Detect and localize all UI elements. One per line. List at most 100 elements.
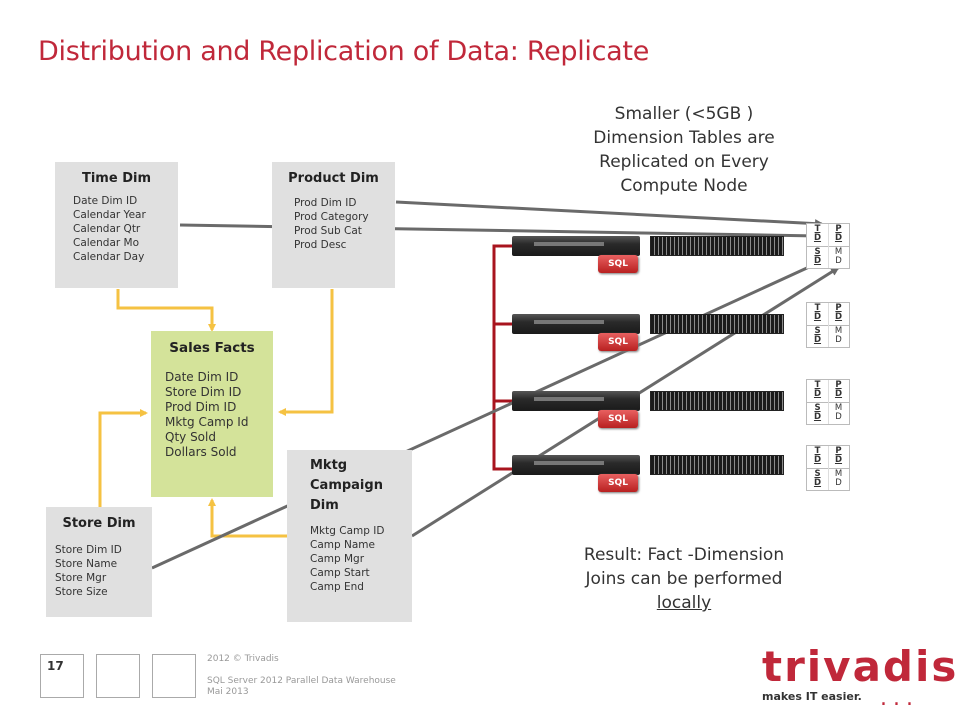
table-label: S: [814, 403, 821, 413]
sql-badge: SQL: [598, 474, 638, 492]
result-note-line-underlined: locally: [656, 593, 712, 613]
server-chassis-icon: [512, 236, 640, 256]
sales-facts-box: Sales Facts Date Dim ID Store Dim ID Pro…: [151, 331, 273, 497]
table-label: D: [835, 335, 842, 345]
product-dim-title: Product Dim: [288, 171, 379, 186]
footer-box: [152, 654, 196, 698]
sales-facts-field: Store Dim ID: [165, 385, 242, 399]
sales-facts-field: Mktg Camp Id: [165, 415, 249, 429]
table-label: D: [835, 256, 842, 266]
table-label: D: [813, 478, 822, 488]
mktg-dim-title-line: Campaign: [310, 478, 383, 493]
time-dim-field: Calendar Day: [73, 251, 145, 263]
store-dim-box: Store Dim Store Dim ID Store Name Store …: [46, 507, 152, 617]
sql-badge: SQL: [598, 333, 638, 351]
storage-array-icon: [650, 391, 784, 411]
table-label: D: [813, 389, 822, 399]
table-label: M: [834, 247, 843, 257]
mktg-campaign-dim-box: Mktg Campaign Dim Mktg Camp ID Camp Name…: [287, 450, 412, 622]
sales-facts-field: Dollars Sold: [165, 445, 237, 459]
table-label: D: [835, 478, 842, 488]
slide-title: Distribution and Replication of Data: Re…: [38, 36, 650, 67]
product-dim-field: Prod Sub Cat: [294, 225, 362, 237]
server-chassis-icon: [512, 391, 640, 411]
mktg-dim-field: Camp Start: [310, 567, 370, 579]
replication-note-line: Replicated on Every: [599, 152, 769, 172]
trivadis-logo: trivadis makes IT easier. ...: [762, 642, 959, 711]
product-dim-field: Prod Dim ID: [294, 197, 357, 209]
mktg-dim-title-line: Mktg: [310, 458, 348, 473]
time-to-facts-arrow: [116, 289, 216, 332]
store-dim-replication-arrow: [151, 260, 822, 570]
compute-bus: [492, 244, 512, 471]
store-dim-field: Store Name: [55, 558, 118, 570]
footer-date: Mai 2013: [207, 687, 249, 697]
storage-array-icon: [650, 236, 784, 256]
mktg-dim-field: Mktg Camp ID: [310, 525, 385, 537]
store-dim-field: Store Size: [55, 586, 108, 598]
table-label: D: [834, 389, 843, 399]
mktg-to-facts-arrow: [208, 498, 287, 538]
time-dim-field: Calendar Qtr: [73, 223, 141, 235]
mktg-dim-field: Camp End: [310, 581, 364, 593]
sales-facts-field: Date Dim ID: [165, 370, 239, 384]
table-label: D: [813, 335, 822, 345]
mktg-dim-title: Mktg Campaign Dim: [310, 456, 410, 516]
storage-array-icon: [650, 455, 784, 475]
store-to-facts-arrow: [98, 409, 148, 507]
footer-box: [96, 654, 140, 698]
sales-facts-title: Sales Facts: [169, 340, 255, 356]
table-label: M: [834, 326, 843, 336]
table-label: P: [835, 446, 842, 456]
server-chassis-icon: [512, 314, 640, 334]
mktg-dim-title-line: Dim: [310, 498, 339, 513]
table-label: D: [813, 312, 822, 322]
sql-badge: SQL: [598, 255, 638, 273]
table-label: D: [813, 233, 822, 243]
logo-dots: ...: [880, 686, 919, 711]
table-label: P: [835, 224, 842, 234]
time-dim-field: Calendar Mo: [73, 237, 140, 249]
mktg-dim-field: Camp Mgr: [310, 553, 365, 565]
footer-subtitle: SQL Server 2012 Parallel Data Warehouse: [207, 676, 396, 686]
page-number-box: 17: [40, 654, 84, 698]
store-dim-title: Store Dim: [62, 516, 136, 531]
table-label: T: [814, 303, 821, 313]
product-dim-replication-arrow: [395, 200, 824, 229]
table-label: P: [835, 303, 842, 313]
sql-badge: SQL: [598, 410, 638, 428]
store-dim-field: Store Dim ID: [55, 544, 122, 556]
footer-copyright: 2012 © Trivadis: [207, 654, 279, 664]
server-chassis-icon: [512, 455, 640, 475]
replication-note-line: Compute Node: [620, 176, 748, 196]
result-note-line: Joins can be performed: [585, 569, 783, 589]
table-label: D: [834, 233, 843, 243]
table-label: T: [814, 224, 821, 234]
product-dim-box: Product Dim Prod Dim ID Prod Category Pr…: [272, 162, 395, 288]
product-to-facts-arrow: [278, 289, 334, 416]
logo-word: trivadis: [762, 642, 959, 691]
store-dim-field: Store Mgr: [55, 572, 107, 584]
table-label: S: [814, 326, 821, 336]
table-label: D: [834, 455, 843, 465]
logo-tagline: makes IT easier.: [762, 690, 862, 703]
table-label: D: [834, 312, 843, 322]
table-label: P: [835, 380, 842, 390]
table-label: D: [835, 412, 842, 422]
time-dim-title: Time Dim: [81, 171, 151, 186]
time-dim-field: Date Dim ID: [73, 195, 138, 207]
replication-note: Smaller (<5GB ) Dimension Tables are Rep…: [566, 102, 802, 198]
table-label: S: [814, 469, 821, 479]
table-label: S: [814, 247, 821, 257]
result-note-line: Result: Fact -Dimension: [583, 545, 785, 565]
sales-facts-field: Qty Sold: [165, 430, 216, 444]
page-number: 17: [47, 659, 64, 673]
storage-array-icon: [650, 314, 784, 334]
table-label: T: [814, 380, 821, 390]
replication-note-line: Smaller (<5GB ): [614, 104, 754, 124]
time-dim-field: Calendar Year: [73, 209, 146, 221]
